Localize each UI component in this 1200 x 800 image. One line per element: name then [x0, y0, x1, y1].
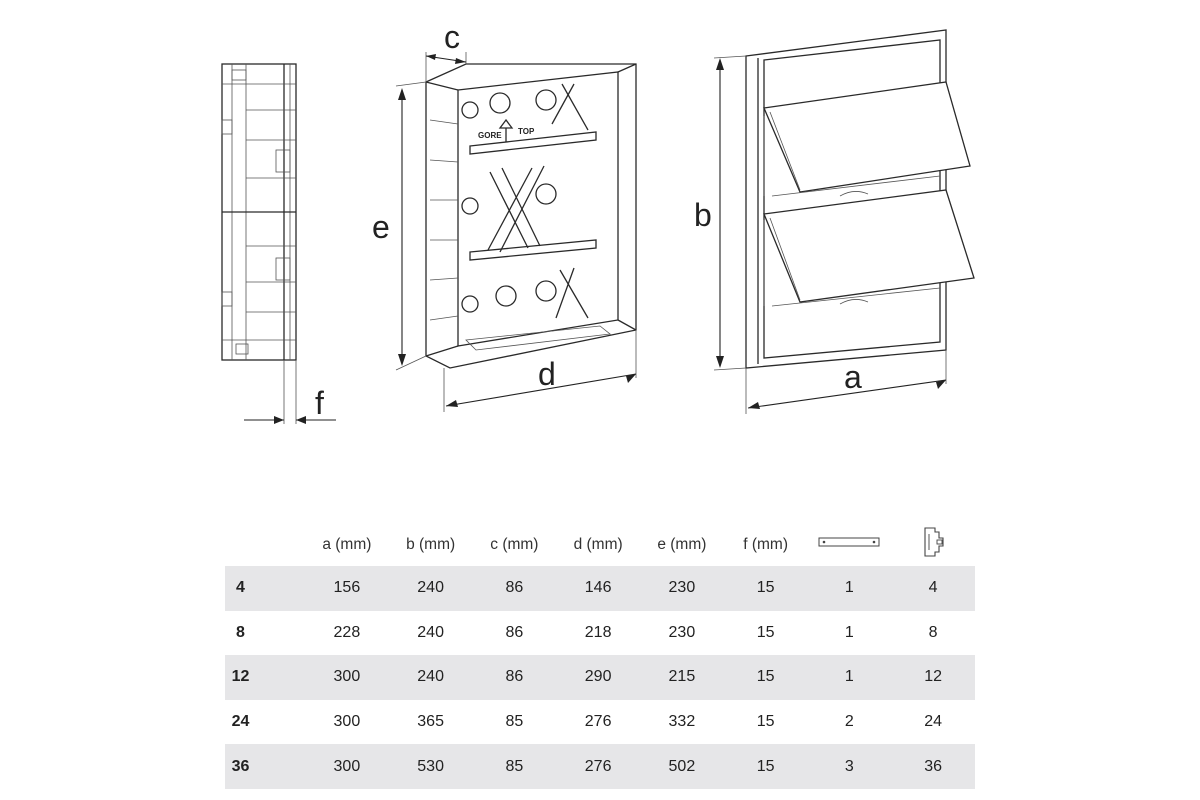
table-cell: 15	[756, 623, 775, 641]
row-label: 24	[231, 713, 250, 731]
table-cell: 300	[305, 744, 389, 789]
table-cell: 240	[417, 623, 444, 641]
table-cell: 502	[640, 744, 724, 789]
technical-drawing: f	[221, 19, 975, 424]
dimensions-table: a (mm) b (mm) c (mm) d (mm) e (mm) f (mm…	[225, 523, 975, 789]
table-cell: 218	[584, 623, 612, 641]
table-cell: 15	[723, 655, 808, 700]
header-cell: c (mm)	[490, 535, 539, 553]
table-cell: 85	[505, 713, 524, 731]
table-header-row: a (mm) b (mm) c (mm) d (mm) e (mm) f (mm…	[225, 523, 975, 566]
dim-label-a: a	[844, 359, 862, 395]
table-cell: 15	[723, 566, 808, 611]
table-cell: 1	[807, 566, 892, 611]
table-cell: 156	[305, 566, 389, 611]
table-cell: 4	[891, 566, 975, 611]
table-cell: 240	[388, 655, 473, 700]
header-cell	[225, 523, 305, 566]
table-cell: 15	[723, 744, 808, 789]
table-cell: 1	[844, 623, 854, 641]
dim-label-b: b	[694, 197, 712, 233]
table-cell: 86	[505, 623, 524, 641]
header-cell: f (mm)	[743, 535, 788, 553]
table-cell: 3	[807, 744, 892, 789]
header-cell: d (mm)	[573, 535, 623, 553]
table-cell: 276	[556, 744, 640, 789]
breaker-module-icon	[891, 523, 975, 566]
table-cell: 24	[924, 713, 943, 731]
table-cell: 85	[472, 744, 557, 789]
table-row: 8 228 240 86 218 230 15 1 8	[225, 611, 975, 656]
table-cell: 146	[556, 566, 640, 611]
box-marking-top: TOP	[518, 127, 535, 136]
table-cell: 36	[891, 744, 975, 789]
table-cell: 300	[333, 713, 361, 731]
table-cell: 290	[556, 655, 640, 700]
table-cell: 228	[333, 623, 361, 641]
table-cell: 230	[668, 623, 696, 641]
table-cell: 86	[472, 655, 557, 700]
table-cell: 12	[891, 655, 975, 700]
table-cell: 230	[640, 566, 724, 611]
table-row: 4 156 240 86 146 230 15 1 4	[225, 566, 975, 611]
table-cell: 8	[928, 623, 938, 641]
row-label: 4	[225, 566, 305, 611]
side-view: f	[221, 63, 336, 424]
dim-label-c: c	[444, 19, 460, 55]
table-cell: 15	[756, 713, 775, 731]
table-cell: 240	[388, 566, 473, 611]
table-cell: 530	[388, 744, 473, 789]
row-label: 36	[225, 744, 305, 789]
back-box-view: GORE TOP c e d	[372, 19, 637, 412]
table-row: 24 300 365 85 276 332 15 2 24	[225, 700, 975, 745]
table-cell: 276	[584, 713, 612, 731]
row-label: 8	[236, 623, 245, 641]
header-cell: a (mm)	[322, 535, 372, 553]
table-row: 12 300 240 86 290 215 15 1 12	[225, 655, 975, 700]
header-cell: b (mm)	[406, 535, 456, 553]
rail-icon	[808, 523, 892, 566]
row-label: 12	[225, 655, 305, 700]
table-cell: 365	[417, 713, 444, 731]
front-panel-view: b a	[694, 29, 975, 414]
box-marking-gore: GORE	[478, 131, 502, 140]
table-row: 36 300 530 85 276 502 15 3 36	[225, 744, 975, 789]
dim-label-d: d	[538, 356, 556, 392]
header-cell: e (mm)	[657, 535, 707, 553]
table-cell: 2	[844, 713, 854, 731]
dim-label-e: e	[372, 209, 390, 245]
dim-label-f: f	[315, 385, 324, 421]
table-cell: 86	[472, 566, 557, 611]
table-cell: 300	[305, 655, 389, 700]
table-cell: 332	[668, 713, 696, 731]
table-cell: 1	[807, 655, 892, 700]
table-cell: 215	[640, 655, 724, 700]
